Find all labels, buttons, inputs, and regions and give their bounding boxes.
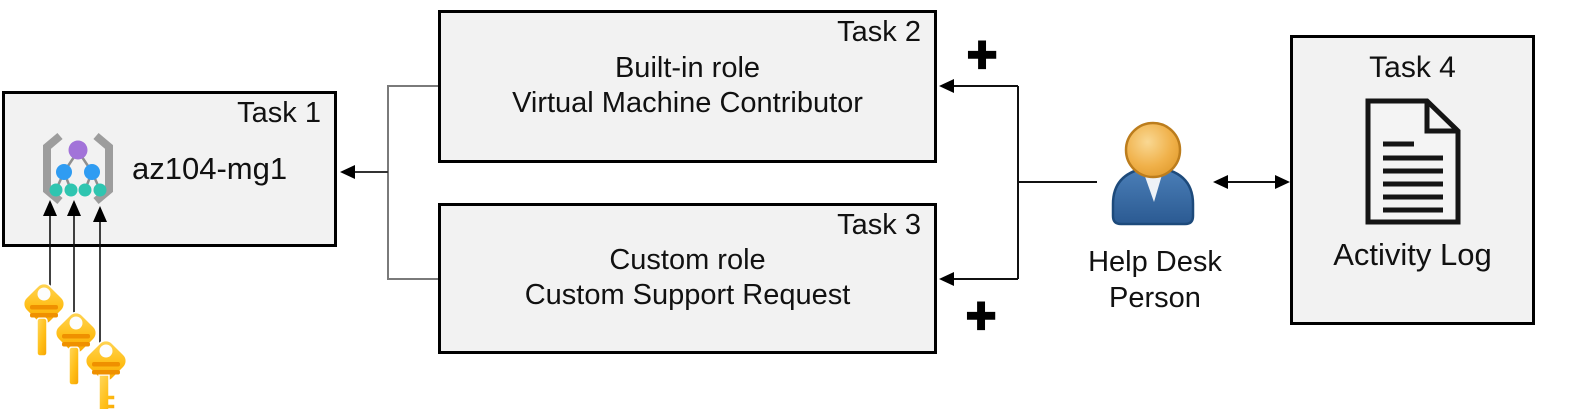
task4-box: Task 4 Activity Log (1290, 35, 1535, 325)
task2-tag: Task 2 (837, 16, 921, 48)
document-icon (1365, 86, 1461, 225)
person-icon (1105, 116, 1205, 228)
key-icon-2 (54, 311, 98, 386)
plus-icon-bottom: + (965, 287, 998, 345)
actor-label: Help Desk Person (1088, 244, 1222, 316)
key-icon-3 (84, 339, 128, 409)
task1-name: az104-mg1 (132, 151, 288, 186)
task3-role-type: Custom role (609, 243, 766, 276)
task2-text: Built-in role Virtual Machine Contributo… (441, 11, 934, 160)
plus-icon-top: + (966, 26, 999, 84)
task1-box: Task 1 az104-mg1 (2, 91, 337, 247)
task1-tag: Task 1 (237, 97, 321, 129)
task3-box: Task 3 Custom role Custom Support Reques… (438, 203, 937, 354)
task3-text: Custom role Custom Support Request (441, 204, 934, 351)
task3-role-name: Custom Support Request (524, 278, 851, 311)
key-icon-1 (22, 282, 66, 357)
task4-name: Activity Log (1333, 237, 1492, 272)
help-desk-person: Help Desk Person (1079, 116, 1231, 316)
task3-tag: Task 3 (837, 209, 921, 241)
keys-icon (8, 274, 148, 409)
actor-label-line1: Help Desk (1088, 246, 1222, 278)
task4-tag: Task 4 (1369, 51, 1456, 84)
management-group-icon (37, 129, 119, 209)
task1-content: az104-mg1 (5, 94, 334, 244)
task2-role-name: Virtual Machine Contributor (512, 86, 863, 119)
task2-role-type: Built-in role (614, 51, 761, 84)
actor-label-line2: Person (1109, 282, 1201, 314)
task2-box: Task 2 Built-in role Virtual Machine Con… (438, 10, 937, 163)
